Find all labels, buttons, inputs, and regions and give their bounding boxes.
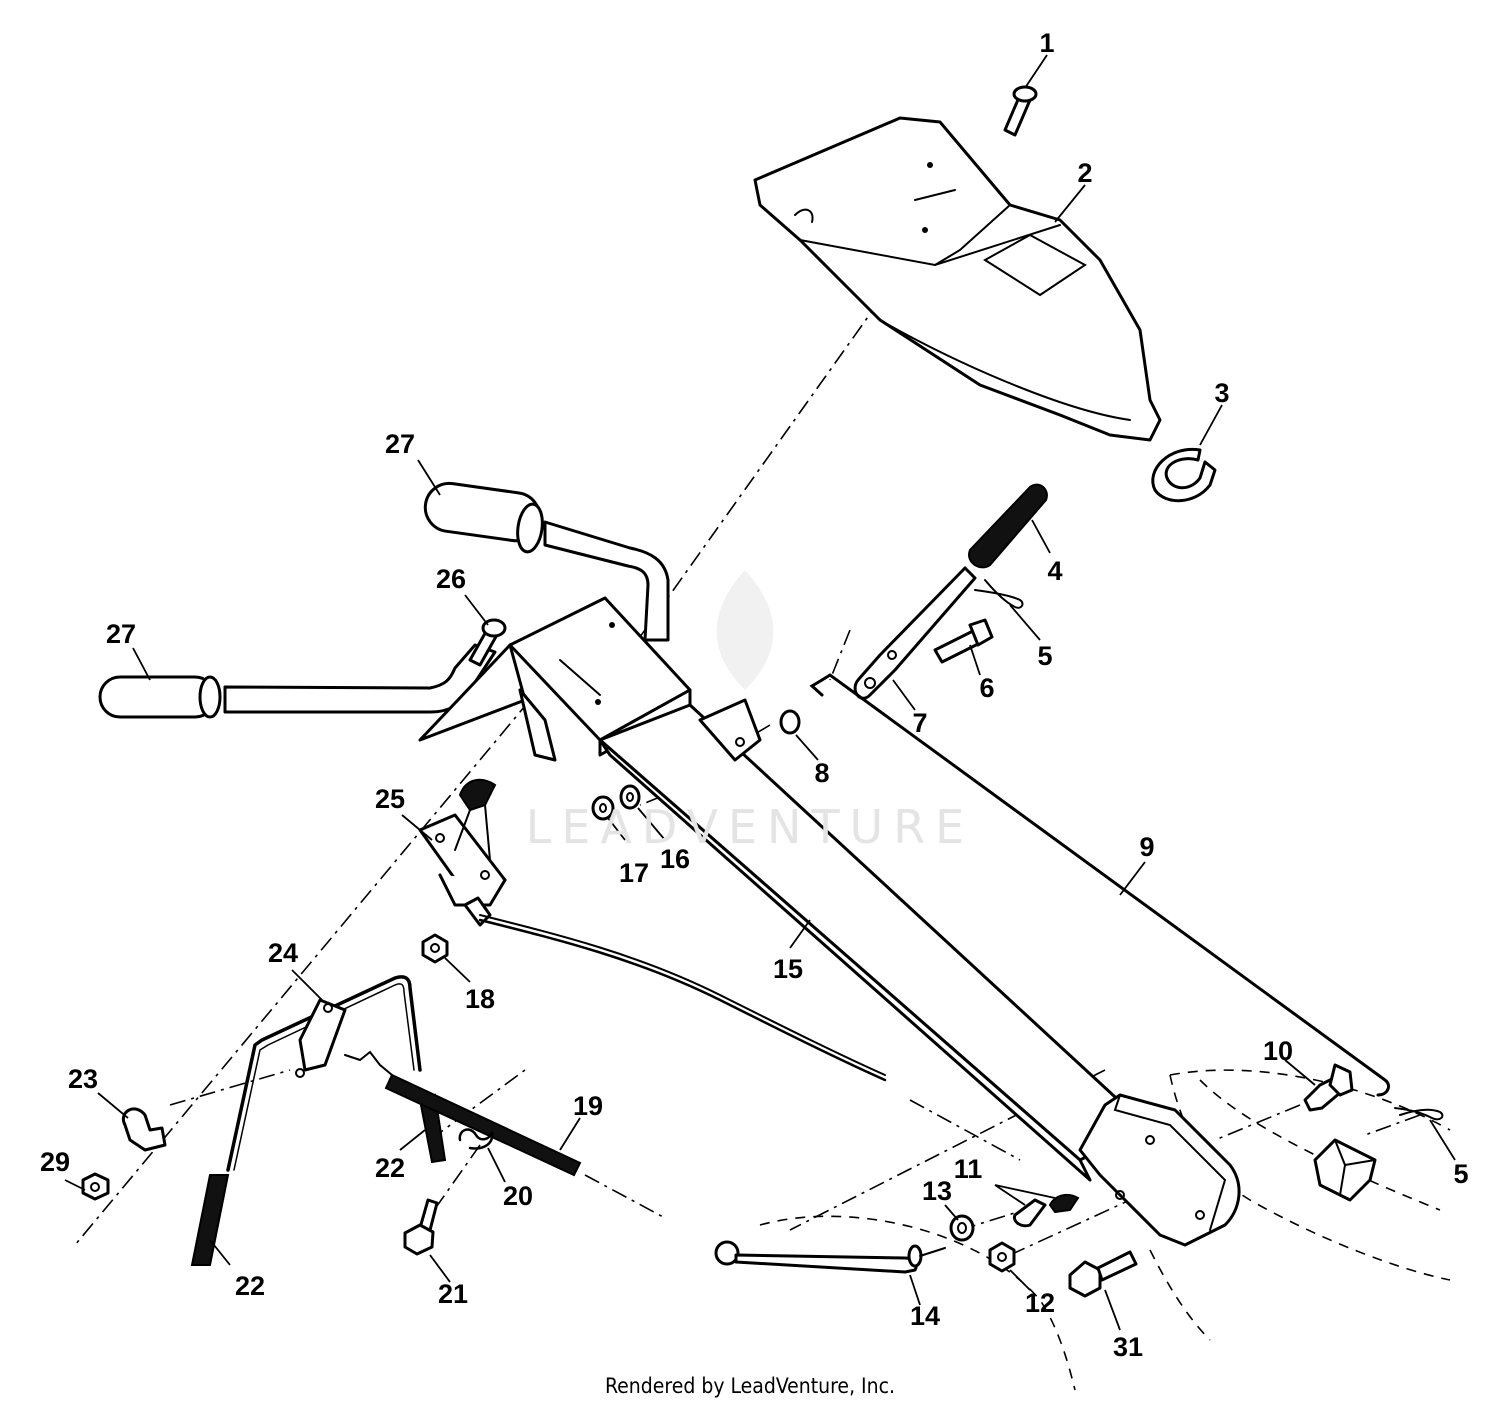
callout-6: 6 (979, 673, 994, 703)
spacer (779, 709, 801, 735)
depth-lever (714, 1240, 946, 1274)
callout-2: 2 (1077, 158, 1092, 188)
hex-screw (403, 1198, 439, 1256)
callout-31: 31 (1113, 1332, 1143, 1362)
washer (619, 784, 641, 810)
callout-20: 20 (503, 1181, 533, 1211)
callout-9: 9 (1139, 832, 1154, 862)
callout-17: 17 (619, 858, 649, 888)
callout-8: 8 (814, 758, 829, 788)
handle-grip-lower (98, 675, 222, 719)
callout-3: 3 (1214, 378, 1229, 408)
control-bracket (418, 778, 507, 927)
callout-18: 18 (465, 984, 495, 1014)
tube-mount-bracket (698, 698, 762, 762)
callout-14: 14 (910, 1301, 940, 1331)
handle-grip-upper (423, 481, 544, 554)
callout-5: 5 (1037, 641, 1052, 671)
lock-nut (81, 1172, 110, 1201)
screw (1003, 85, 1038, 137)
flat-washer (949, 1214, 975, 1242)
spring-clip (458, 1128, 494, 1150)
callout-22: 22 (235, 1271, 265, 1301)
callout-11: 11 (954, 1154, 983, 1184)
watermark-logo (716, 570, 774, 690)
callout-19: 19 (573, 1091, 603, 1121)
callout-27: 27 (385, 429, 415, 459)
flange-nut (988, 1241, 1016, 1273)
callout-23: 23 (68, 1064, 98, 1094)
rod-clip (121, 1107, 167, 1152)
hex-nut (421, 933, 449, 964)
callout-4: 4 (1047, 556, 1062, 586)
nut (591, 795, 615, 821)
callout-13: 13 (922, 1176, 952, 1206)
callout-24: 24 (268, 938, 298, 968)
retaining-ring (1151, 447, 1217, 503)
callout-26: 26 (436, 564, 466, 594)
callout-21: 21 (438, 1279, 468, 1309)
shift-lever (853, 566, 977, 700)
carriage-bolt (468, 618, 507, 667)
handle-tube (598, 703, 1142, 1182)
callout-27: 27 (106, 619, 136, 649)
lever-grip (968, 483, 1048, 569)
control-cable (478, 914, 887, 1082)
shim-pieces (1012, 1193, 1080, 1228)
callout-labels: 1234567891011121314151617181920212222232… (40, 28, 1469, 1362)
lower-mount-plate (1078, 1093, 1241, 1247)
spring (344, 1050, 582, 1177)
hairpin-clip-upper (974, 579, 1024, 609)
callout-12: 12 (1025, 1288, 1055, 1318)
callout-5: 5 (1453, 1159, 1468, 1189)
shift-rod (809, 673, 1390, 1097)
control-rod (226, 975, 422, 1172)
callout-16: 16 (660, 844, 690, 874)
callout-15: 15 (773, 954, 803, 984)
callout-29: 29 (40, 1147, 70, 1177)
callout-1: 1 (1039, 28, 1054, 58)
rod-linkage-block (1313, 1138, 1377, 1202)
callout-25: 25 (375, 784, 405, 814)
belt-cover (753, 116, 1162, 442)
leader-lines (64, 54, 1456, 1331)
callout-22: 22 (375, 1153, 405, 1183)
callout-7: 7 (912, 708, 927, 738)
shoulder-bolt (933, 618, 994, 664)
large-hex-bolt (1068, 1250, 1138, 1298)
hairpin-clip-lower (1394, 1107, 1444, 1121)
control-grip-left (190, 1174, 230, 1266)
callout-10: 10 (1263, 1036, 1293, 1066)
credit-line: Rendered by LeadVenture, Inc. (605, 1374, 895, 1398)
hex-bolt (1303, 1063, 1354, 1112)
